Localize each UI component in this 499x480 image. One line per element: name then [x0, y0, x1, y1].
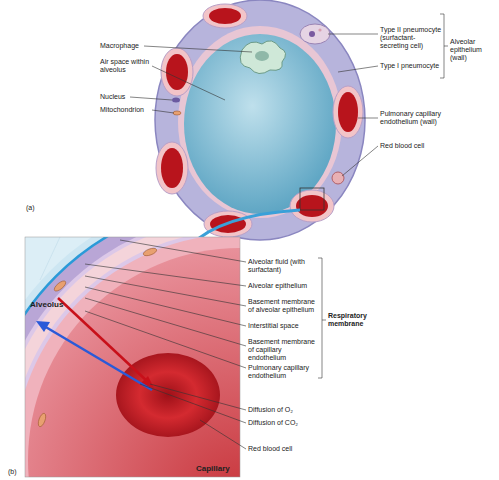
part-label: (a) — [26, 204, 46, 212]
part-label: Type II pneumocyte (surfactant-secreting… — [380, 26, 442, 50]
part-label: Air space within alveolus — [100, 58, 152, 74]
part-label: Alveolar fluid (with surfactant) — [248, 258, 318, 274]
capillary — [156, 4, 363, 237]
part-label: Basement membrane of capillary endotheli… — [248, 338, 318, 362]
respiratory-membrane-detail — [25, 237, 240, 477]
part-label: Respiratory membrane — [328, 312, 390, 328]
part-label: Basement membrane of alveolar epithelium — [248, 298, 318, 314]
part-label: Pulmonary capillary endothelium (wall) — [380, 110, 444, 126]
type-ii-cell — [300, 24, 330, 44]
alveolus-cross-section — [155, 0, 365, 252]
part-label: Macrophage — [100, 42, 148, 50]
nucleus — [172, 98, 181, 116]
leader-line — [85, 240, 326, 449]
part-label: Capillary — [196, 464, 240, 473]
part-label: Type I pneumocyte — [380, 62, 442, 70]
o2-arrow — [58, 298, 148, 382]
part-label: Diffusion of O₂ — [248, 406, 328, 414]
part-label: Interstitial space — [248, 322, 318, 330]
panel-frame — [25, 237, 240, 477]
part-label: Pulmonary capillary endothelium — [248, 364, 318, 380]
co2-arrow — [44, 326, 152, 390]
leader-line — [130, 14, 448, 176]
co2-arrow-head — [36, 321, 50, 332]
macrophage — [240, 41, 285, 74]
part-label: (b) — [8, 468, 24, 476]
part-label: Diffusion of CO₂ — [248, 419, 328, 427]
part-label: Alveolar epithelium — [248, 282, 318, 290]
part-label: Red blood cell — [248, 445, 328, 453]
detail-box — [300, 188, 324, 210]
part-label: Alveolar epithelium (wall) — [450, 38, 498, 62]
part-label: Nucleus — [100, 93, 134, 101]
part-label: Mitochondrion — [100, 106, 152, 114]
part-label: Red blood cell — [380, 142, 444, 150]
part-label: Alveolus — [30, 300, 80, 309]
